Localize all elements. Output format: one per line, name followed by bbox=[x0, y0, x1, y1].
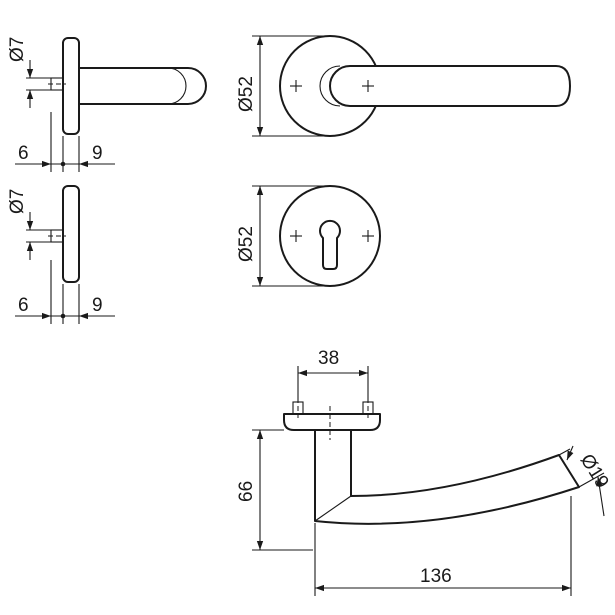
top-left-offset-label: 6 bbox=[18, 143, 29, 164]
plan-view-lever: 38 66 136 Ø19 bbox=[236, 348, 613, 596]
lever-side bbox=[78, 67, 207, 105]
mid-rose-dia-label: Ø52 bbox=[236, 226, 257, 262]
rose-plate-plan bbox=[283, 413, 381, 431]
grip-end bbox=[558, 454, 580, 488]
fixing-spacing-label: 38 bbox=[318, 348, 339, 369]
mid-left-offset-label: 6 bbox=[18, 295, 29, 316]
lever-plan bbox=[314, 429, 580, 525]
top-rose-dia-label: Ø52 bbox=[236, 76, 257, 112]
escutcheon-plate-side bbox=[62, 185, 80, 283]
top-spindle-dia-label: Ø7 bbox=[7, 37, 28, 62]
top-right-offset-label: 9 bbox=[92, 143, 103, 164]
cylinder-cutout bbox=[319, 219, 341, 270]
handle-length-label: 136 bbox=[420, 566, 452, 587]
front-view-lever-rose: Ø52 bbox=[236, 35, 571, 137]
handle-height-label: 66 bbox=[236, 481, 257, 502]
mid-spindle-dia-label: Ø7 bbox=[7, 189, 28, 214]
lever-front bbox=[329, 65, 571, 107]
side-view-escutcheon: Ø7 6 9 bbox=[7, 185, 115, 324]
side-view-lever-rose: Ø7 6 9 bbox=[7, 37, 207, 172]
rose-plate-side bbox=[62, 37, 80, 135]
mid-right-offset-label: 9 bbox=[92, 295, 103, 316]
front-view-escutcheon: Ø52 bbox=[236, 185, 381, 287]
